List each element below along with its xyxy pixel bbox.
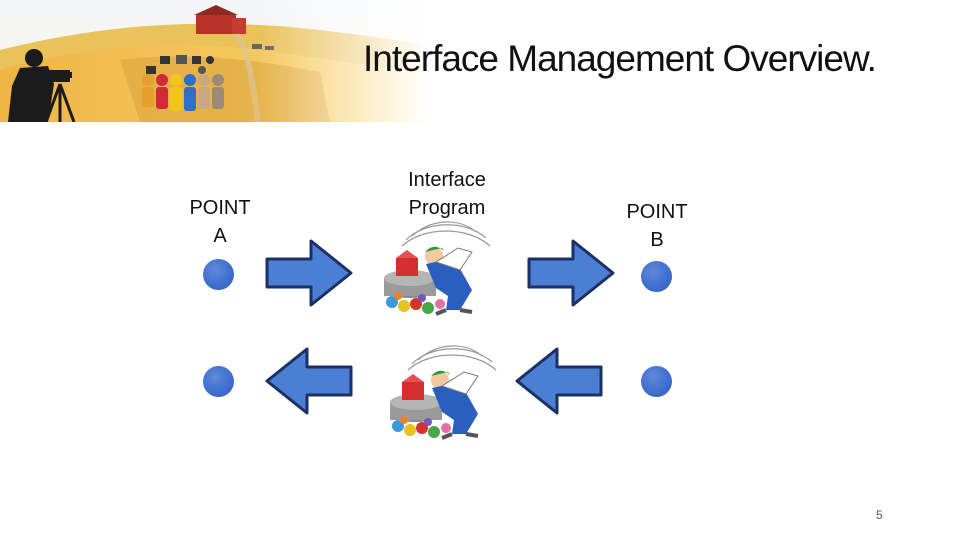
- point-a-label: POINT A: [180, 194, 260, 250]
- arrow-left-icon: [515, 347, 603, 415]
- page-number: 5: [876, 508, 883, 522]
- interface-program-label: Interface Program: [392, 166, 502, 222]
- worker-icon: [384, 221, 491, 316]
- point-a-label-line1: POINT: [189, 197, 251, 219]
- point-b-node-top: [641, 261, 672, 292]
- point-a-node-bottom: [203, 366, 234, 397]
- header-banner-illustration: [0, 0, 430, 122]
- point-b-label: POINT B: [617, 198, 697, 254]
- point-a-node-top: [203, 259, 234, 290]
- point-b-label-line1: POINT: [626, 201, 688, 223]
- worker-icon: [390, 345, 497, 440]
- point-a-label-line2: A: [213, 225, 227, 247]
- slide-title: Interface Management Overview.: [363, 38, 877, 79]
- point-b-label-line2: B: [650, 229, 664, 251]
- point-b-node-bottom: [641, 366, 672, 397]
- arrow-right-icon: [265, 239, 353, 307]
- arrow-left-icon: [265, 347, 353, 415]
- interface-program-label-line2: Program: [408, 197, 486, 219]
- arrow-right-icon: [527, 239, 615, 307]
- interface-program-label-line1: Interface: [408, 169, 486, 191]
